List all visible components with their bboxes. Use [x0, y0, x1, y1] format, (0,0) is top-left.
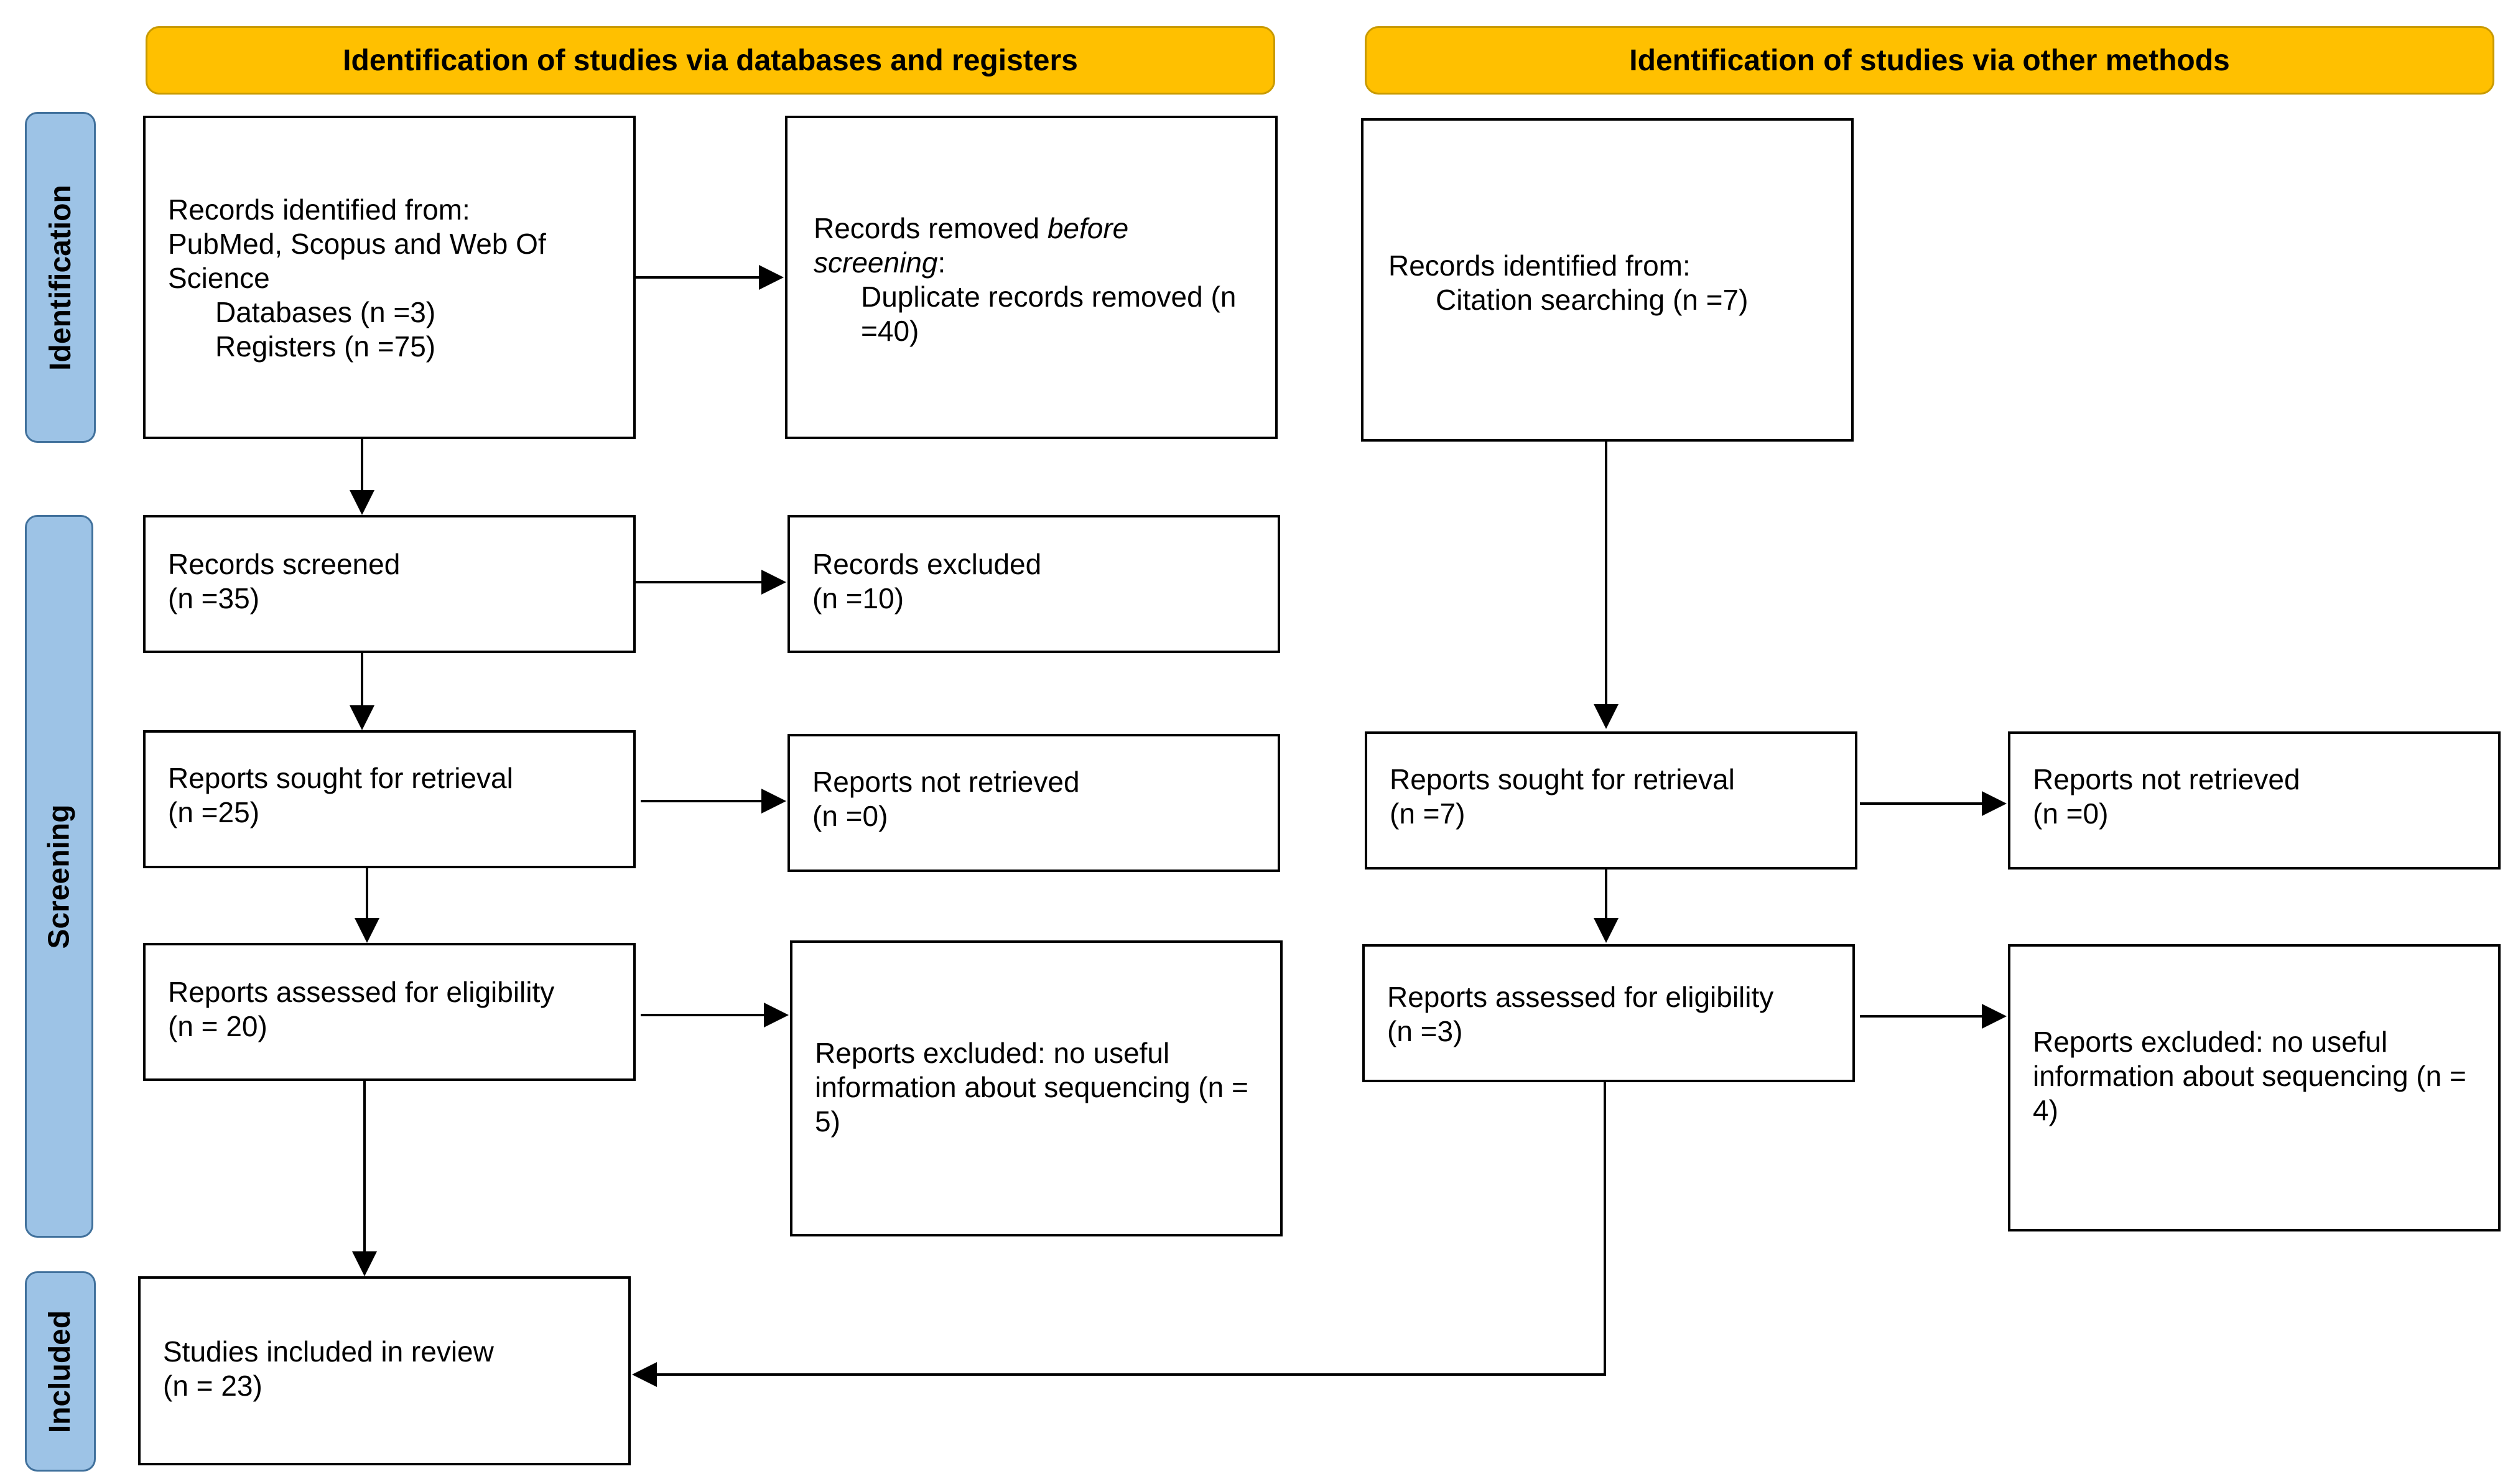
records-removed-detail: Duplicate records removed (n =40) [861, 281, 1237, 347]
records-identified-line3: Science [168, 262, 270, 294]
other-records-identified-line1: Records identified from: [1388, 249, 1691, 282]
box-reports-excluded: Reports excluded: no useful information … [790, 940, 1283, 1236]
box-other-reports-sought: Reports sought for retrieval (n =7) [1365, 731, 1857, 870]
records-removed-prefix: Records removed [814, 212, 1048, 244]
other-reports-not-retrieved-label: Reports not retrieved [2033, 763, 2300, 795]
phase-identification: Identification [25, 112, 96, 443]
box-studies-included: Studies included in review (n = 23) [138, 1276, 631, 1465]
records-excluded-count: (n =10) [812, 582, 904, 614]
phase-included: Included [25, 1271, 96, 1472]
box-other-reports-assessed: Reports assessed for eligibility (n =3) [1362, 944, 1855, 1082]
other-records-identified-citation: Citation searching (n =7) [1436, 284, 1749, 316]
box-other-records-identified: Records identified from: Citation search… [1361, 118, 1854, 442]
studies-included-label: Studies included in review [163, 1335, 494, 1368]
box-records-removed: Records removed before screening: Duplic… [785, 116, 1278, 439]
records-removed-heading: Records removed before [814, 211, 1259, 246]
records-identified-registers: Registers (n =75) [215, 330, 436, 363]
records-identified-line1: Records identified from: [168, 193, 470, 226]
reports-not-retrieved-count: (n =0) [812, 800, 888, 832]
box-other-reports-not-retrieved: Reports not retrieved (n =0) [2008, 731, 2501, 870]
reports-excluded-text: Reports excluded: no useful information … [815, 1037, 1248, 1138]
other-reports-excluded-text: Reports excluded: no useful information … [2033, 1026, 2466, 1126]
other-reports-sought-label: Reports sought for retrieval [1390, 763, 1735, 795]
reports-not-retrieved-label: Reports not retrieved [812, 766, 1080, 798]
box-other-reports-excluded: Reports excluded: no useful information … [2008, 944, 2501, 1231]
box-records-identified: Records identified from: PubMed, Scopus … [143, 116, 636, 439]
box-reports-not-retrieved: Reports not retrieved (n =0) [787, 734, 1280, 872]
records-excluded-label: Records excluded [812, 548, 1042, 580]
records-identified-line2: PubMed, Scopus and Web Of [168, 228, 546, 260]
box-reports-sought: Reports sought for retrieval (n =25) [143, 730, 636, 868]
records-identified-databases: Databases (n =3) [215, 296, 436, 328]
records-removed-heading-2: screening: [814, 246, 1259, 280]
records-removed-screening: screening [814, 246, 938, 279]
box-reports-assessed: Reports assessed for eligibility (n = 20… [143, 943, 636, 1081]
reports-sought-label: Reports sought for retrieval [168, 762, 513, 794]
header-databases: Identification of studies via databases … [146, 26, 1275, 95]
other-reports-assessed-label: Reports assessed for eligibility [1387, 981, 1774, 1013]
other-reports-assessed-count: (n =3) [1387, 1015, 1463, 1047]
phase-screening: Screening [25, 515, 93, 1238]
studies-included-count: (n = 23) [163, 1370, 262, 1402]
records-removed-before: before [1047, 212, 1129, 244]
other-reports-sought-count: (n =7) [1390, 797, 1466, 830]
header-other-methods: Identification of studies via other meth… [1365, 26, 2494, 95]
box-records-screened: Records screened (n =35) [143, 515, 636, 653]
reports-sought-count: (n =25) [168, 796, 260, 828]
records-removed-suffix: : [937, 246, 946, 279]
reports-assessed-count: (n = 20) [168, 1010, 267, 1042]
other-reports-not-retrieved-count: (n =0) [2033, 797, 2109, 830]
reports-assessed-label: Reports assessed for eligibility [168, 976, 555, 1008]
box-records-excluded: Records excluded (n =10) [787, 515, 1280, 653]
arrow-other-assessed-to-included [632, 1082, 1606, 1387]
records-screened-count: (n =35) [168, 582, 260, 614]
records-screened-label: Records screened [168, 548, 401, 580]
